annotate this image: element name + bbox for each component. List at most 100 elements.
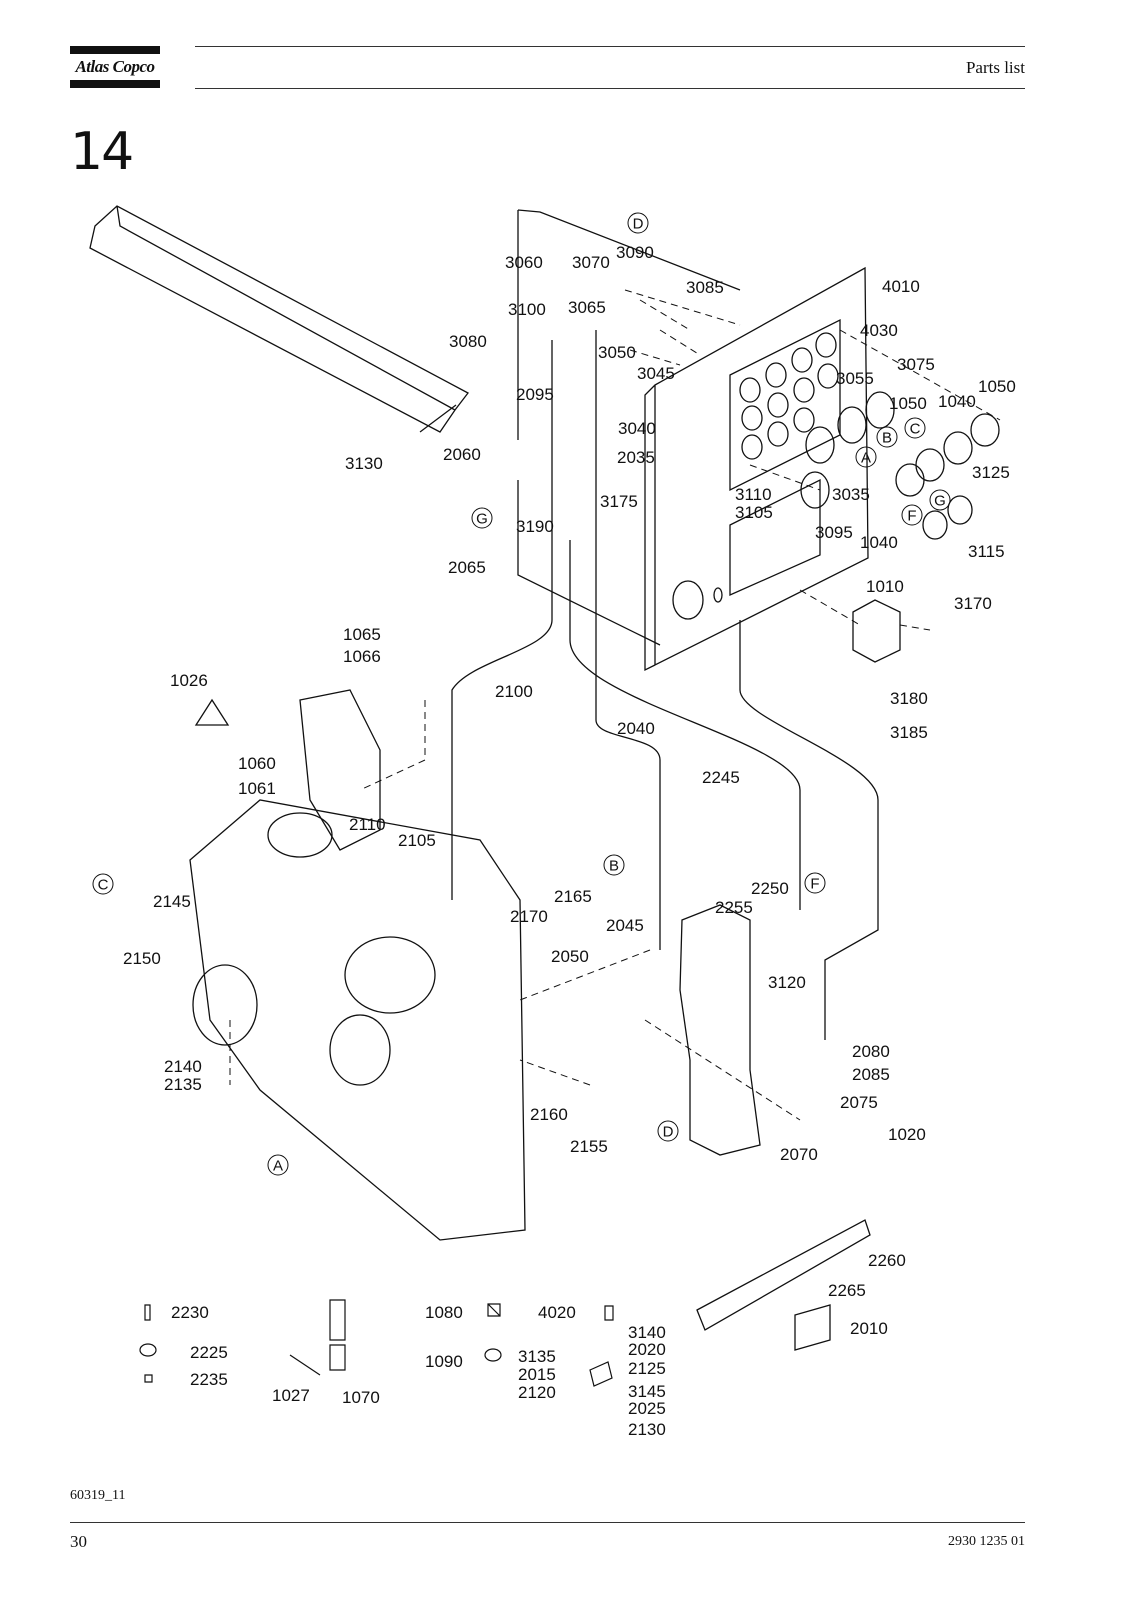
svg-text:F: F <box>907 508 916 525</box>
svg-text:B: B <box>882 430 892 447</box>
callout-D-top: D <box>627 212 649 234</box>
part-label: 1026 <box>170 671 208 690</box>
part-label: 1066 <box>343 647 381 666</box>
svg-text:G: G <box>934 493 946 510</box>
svg-text:F: F <box>810 876 819 893</box>
part-label: 1050 <box>889 394 927 413</box>
part-label: 2135 <box>164 1075 202 1094</box>
part-label: 2160 <box>530 1105 568 1124</box>
part-label: 3130 <box>345 454 383 473</box>
part-label: 2060 <box>443 445 481 464</box>
part-label: 2015 <box>518 1365 556 1384</box>
part-label: 2040 <box>617 719 655 738</box>
part-label: 3050 <box>598 343 636 362</box>
part-label: 1040 <box>938 392 976 411</box>
page-number: 30 <box>70 1532 87 1551</box>
loose-parts <box>139 1299 614 1387</box>
part-label: 2120 <box>518 1383 556 1402</box>
part-label: 1080 <box>425 1303 463 1322</box>
callout-A-top: A <box>855 446 877 468</box>
part-label: 3180 <box>890 689 928 708</box>
part-label: 3125 <box>972 463 1010 482</box>
callout-C-top: C <box>904 417 926 439</box>
section-number: 14 <box>70 122 134 182</box>
part-label: 2125 <box>628 1359 666 1378</box>
bracket-2260 <box>696 1219 871 1331</box>
svg-text:D: D <box>663 1124 674 1141</box>
part-label: 3120 <box>768 973 806 992</box>
part-label: 3110 <box>735 485 772 504</box>
part-label: 3175 <box>600 492 638 511</box>
part-label: 2140 <box>164 1057 202 1076</box>
solenoid-valve <box>852 599 901 663</box>
part-label: 2095 <box>516 385 554 404</box>
part-label: 3135 <box>518 1347 556 1366</box>
part-label: 1020 <box>888 1125 926 1144</box>
part-label: 3140 <box>628 1323 666 1342</box>
header-rule-bottom <box>195 88 1025 89</box>
part-label: 3045 <box>637 364 675 383</box>
part-label: 2130 <box>628 1420 666 1439</box>
svg-text:D: D <box>633 216 644 233</box>
pipe-top <box>517 209 741 291</box>
part-label: 2110 <box>349 815 386 834</box>
part-label: 2225 <box>190 1343 228 1362</box>
callout-A-bottom: A <box>267 1154 289 1176</box>
part-label: 2070 <box>780 1145 818 1164</box>
part-label: 3105 <box>735 503 773 522</box>
callout-B-top: B <box>876 426 898 448</box>
callout-G-top: G <box>929 489 951 511</box>
part-label: 3185 <box>890 723 928 742</box>
logo-bar-top <box>70 46 160 54</box>
part-label: 2045 <box>606 916 644 935</box>
part-label: 3095 <box>815 523 853 542</box>
part-label: 2010 <box>850 1319 888 1338</box>
svg-text:A: A <box>861 450 871 467</box>
part-label: 2255 <box>715 898 753 917</box>
cover-panel <box>89 205 469 433</box>
part-label: 1065 <box>343 625 381 644</box>
callout-F-top: F <box>901 504 923 526</box>
compressor-block <box>189 799 526 1241</box>
svg-text:A: A <box>273 1158 283 1175</box>
part-label: 3090 <box>616 243 654 262</box>
warning-triangle <box>194 698 230 726</box>
part-label: 4030 <box>860 321 898 340</box>
diagram-linework <box>89 205 1001 1351</box>
svg-text:G: G <box>476 511 488 528</box>
page-title: Parts list <box>965 58 1025 77</box>
part-label: 3145 <box>628 1382 666 1401</box>
svg-text:C: C <box>98 877 109 894</box>
part-label: 3170 <box>954 594 992 613</box>
part-label: 3070 <box>572 253 610 272</box>
header-rule-top <box>195 46 1025 47</box>
callout-B-mid: B <box>603 854 625 876</box>
part-label: 1027 <box>272 1386 310 1405</box>
part-label: 3085 <box>686 278 724 297</box>
part-label: 2065 <box>448 558 486 577</box>
part-label: 1090 <box>425 1352 463 1371</box>
figure-code: 60319_11 <box>70 1488 126 1503</box>
part-label: 1070 <box>342 1388 380 1407</box>
part-label: 2085 <box>852 1065 890 1084</box>
part-label: 2230 <box>171 1303 209 1322</box>
part-label: 2165 <box>554 887 592 906</box>
svg-text:C: C <box>910 421 921 438</box>
part-label: 2155 <box>570 1137 608 1156</box>
part-label: 1040 <box>860 533 898 552</box>
callout-G-left: G <box>471 507 493 529</box>
part-label: 2035 <box>617 448 655 467</box>
part-label: 2020 <box>628 1340 666 1359</box>
part-label: 2025 <box>628 1399 666 1418</box>
part-label: 1050 <box>978 377 1016 396</box>
part-label: 2150 <box>123 949 161 968</box>
part-label: 3060 <box>505 253 543 272</box>
control-panel <box>644 266 869 672</box>
gauge-cutout-panel <box>729 318 841 492</box>
part-label: 3055 <box>836 369 874 388</box>
part-label: 1061 <box>238 779 276 798</box>
part-label: 2080 <box>852 1042 890 1061</box>
part-label: 3100 <box>508 300 546 319</box>
part-label: 2050 <box>551 947 589 966</box>
